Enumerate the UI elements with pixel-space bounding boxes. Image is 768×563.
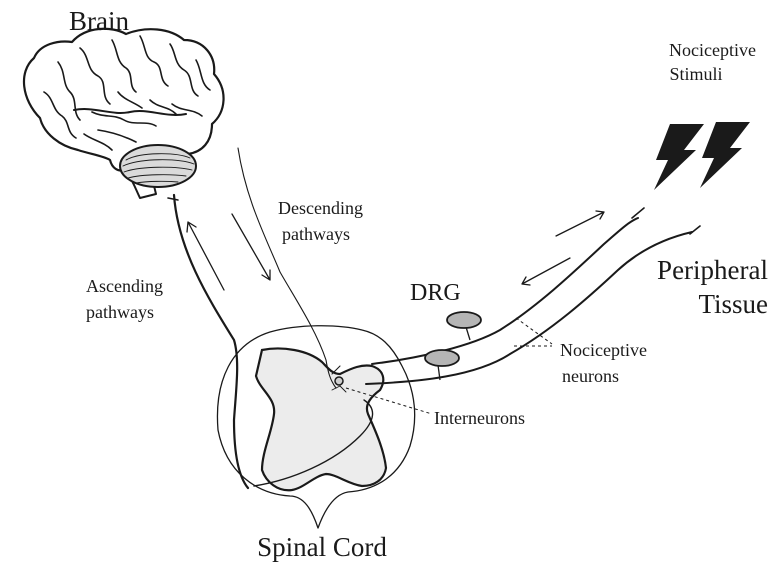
nociceptive-neurons-label-line1: Nociceptive [560,340,647,360]
grey-matter [256,349,386,491]
brain-label: Brain [69,6,129,36]
ascending-label-line2: pathways [86,302,154,322]
descending-arrow [232,214,270,280]
brain-gyri [44,36,210,150]
descending-label-line2: pathways [282,224,350,244]
drg-ganglion-upper [447,312,481,328]
ascending-label-line1: Ascending [86,276,163,296]
nociceptive-stimuli [654,122,750,190]
stimuli-label-line2: Stimuli [669,64,722,84]
fiber-end-lower [690,226,700,234]
pathway-fibers [168,148,700,488]
drg-label: DRG [410,280,461,306]
nociceptive-arrow-out [556,211,604,236]
descending-label-line1: Descending [278,198,363,218]
cerebellum [120,145,196,187]
interneurons-label: Interneurons [434,408,525,428]
interneuron-cell [335,377,343,385]
cerebrum [24,29,224,171]
spinal-cord-label: Spinal Cord [257,532,387,562]
brain-illustration [24,29,224,198]
ascending-tract-terminal [168,198,178,200]
spinal-cord-section [217,326,414,528]
peripheral-label-line2: Tissue [698,289,768,319]
drg-ganglion-lower [425,350,459,366]
drg-stalk-upper [466,327,470,340]
lightning-bolt-icon [700,122,750,188]
ascending-tract [174,195,248,488]
stimuli-label-line1: Nociceptive [669,40,756,60]
direction-arrows [187,211,604,290]
lightning-bolt-icon [654,124,704,190]
nociceptive-fiber-lower [366,232,692,384]
peripheral-label-line1: Peripheral [657,255,768,285]
ascending-arrow [187,222,224,290]
nociceptive-neurons-label-line2: neurons [562,366,619,386]
fiber-end-upper [632,208,644,218]
